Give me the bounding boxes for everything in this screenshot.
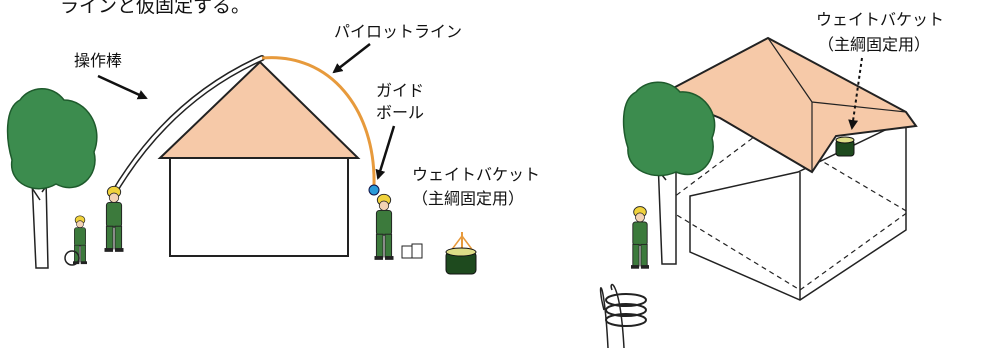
label-weight-bucket: ウェイトバケット: [412, 165, 540, 184]
spare-buckets-icon: [401, 243, 423, 259]
left-scene: 操作棒 パイロットライン ガイド ボール ウェイトバケット （主綱固定用）: [6, 22, 540, 275]
label-guide-ball-1: ガイド: [376, 81, 424, 100]
worker-right: [630, 206, 650, 270]
left-tree: [6, 88, 98, 269]
worker-kneeling: [72, 215, 88, 265]
guide-ball: [368, 184, 380, 196]
worker-pole: [104, 185, 124, 253]
pilot-line: [261, 56, 376, 187]
wheel-icon: [64, 250, 80, 266]
left-house: [157, 60, 361, 257]
label-roof-weight-bucket-note: （主綱固定用）: [818, 35, 930, 54]
label-roof-weight-bucket: ウェイトバケット: [816, 10, 944, 29]
label-pilot-line: パイロットライン: [334, 22, 462, 41]
right-tree: [622, 81, 716, 265]
label-operating-pole: 操作棒: [74, 51, 122, 70]
right-scene: ウェイトバケット （主綱固定用）: [599, 10, 944, 348]
worker-guide: [374, 193, 394, 261]
weight-bucket-icon: [445, 232, 477, 275]
label-guide-ball-2: ボール: [376, 103, 424, 122]
roof-weight-bucket-icon: [835, 136, 855, 157]
right-house: [659, 36, 918, 301]
label-weight-bucket-note: （主綱固定用）: [412, 189, 524, 208]
rope-coil-icon: [599, 283, 647, 348]
intro-text: ラインと仮固定する。: [60, 0, 250, 17]
